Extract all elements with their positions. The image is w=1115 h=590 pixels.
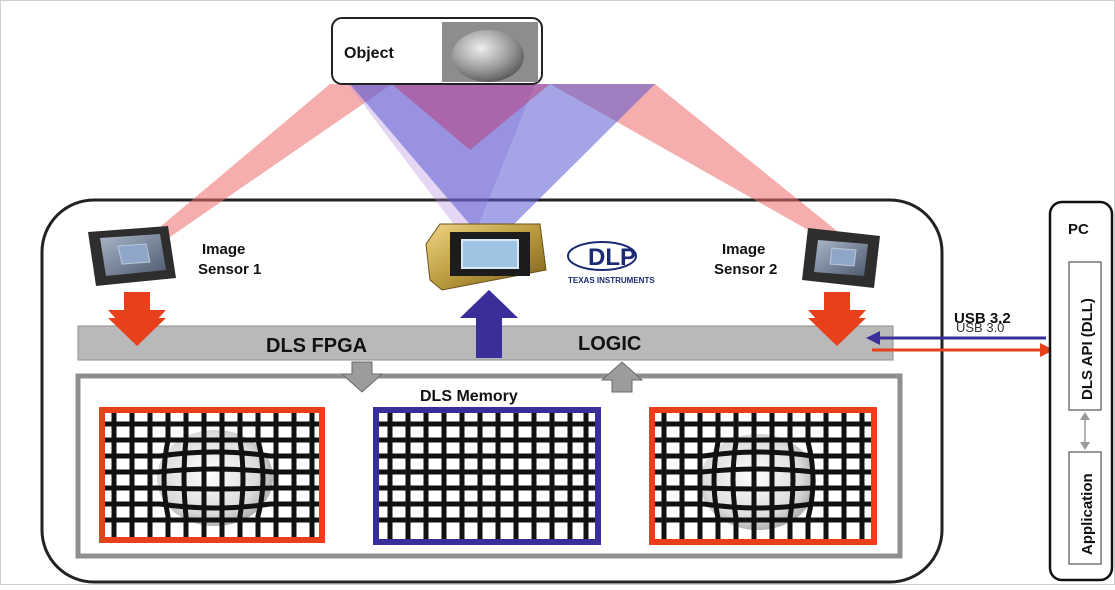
usb-label-top: USB 3.2 — [954, 310, 1011, 327]
beam-overlap-top — [392, 84, 550, 150]
sensor-1-label-line1: Image — [202, 241, 245, 258]
dlp-logo: DLP TEXAS INSTRUMENTS — [567, 241, 655, 285]
projected-pattern — [373, 407, 601, 545]
usb-link — [866, 331, 1054, 357]
usb-out-arrowhead — [1040, 343, 1054, 357]
application-box — [1068, 451, 1102, 565]
sensor-1-label-line2: Sensor 1 — [198, 261, 261, 278]
connector-up-arrowhead — [1080, 412, 1090, 420]
usb-label-bottom: USB 3.0 — [956, 320, 1004, 335]
memory-title: DLS Memory — [420, 388, 518, 405]
dlp-logo-maker: TEXAS INSTRUMENTS — [568, 276, 655, 285]
pc-title: PC — [1068, 221, 1089, 238]
memory-write-arrow — [340, 361, 384, 393]
memory-read-arrow — [600, 361, 644, 393]
blue-beam-projector — [350, 84, 655, 248]
captured-pattern-left — [99, 407, 325, 543]
fpga-right-label: LOGIC — [578, 333, 641, 355]
red-beam-right — [550, 84, 858, 248]
object-label: Object — [344, 45, 394, 62]
dls-api-box — [1068, 261, 1102, 411]
connector-down-arrowhead — [1080, 442, 1090, 450]
dls-api-label: DLS API (DLL) — [1079, 298, 1096, 400]
dlp-chip — [425, 223, 547, 291]
red-beam-left — [135, 84, 392, 248]
center-pattern-frame — [373, 407, 601, 545]
object-sphere-image — [452, 30, 524, 82]
application-label: Application — [1079, 473, 1096, 555]
captured-pattern-right — [649, 407, 877, 545]
fpga-left-label: DLS FPGA — [266, 335, 367, 357]
dlp-logo-text: DLP — [588, 244, 636, 271]
sensor-2-label-line1: Image — [722, 241, 765, 258]
image-sensor-1-chip — [88, 226, 176, 286]
left-pattern-frame — [99, 407, 325, 543]
right-pattern-frame — [649, 407, 877, 545]
image-sensor-2-chip — [802, 228, 880, 288]
sensor-2-label-line2: Sensor 2 — [714, 261, 777, 278]
usb-in-arrowhead — [866, 331, 880, 345]
